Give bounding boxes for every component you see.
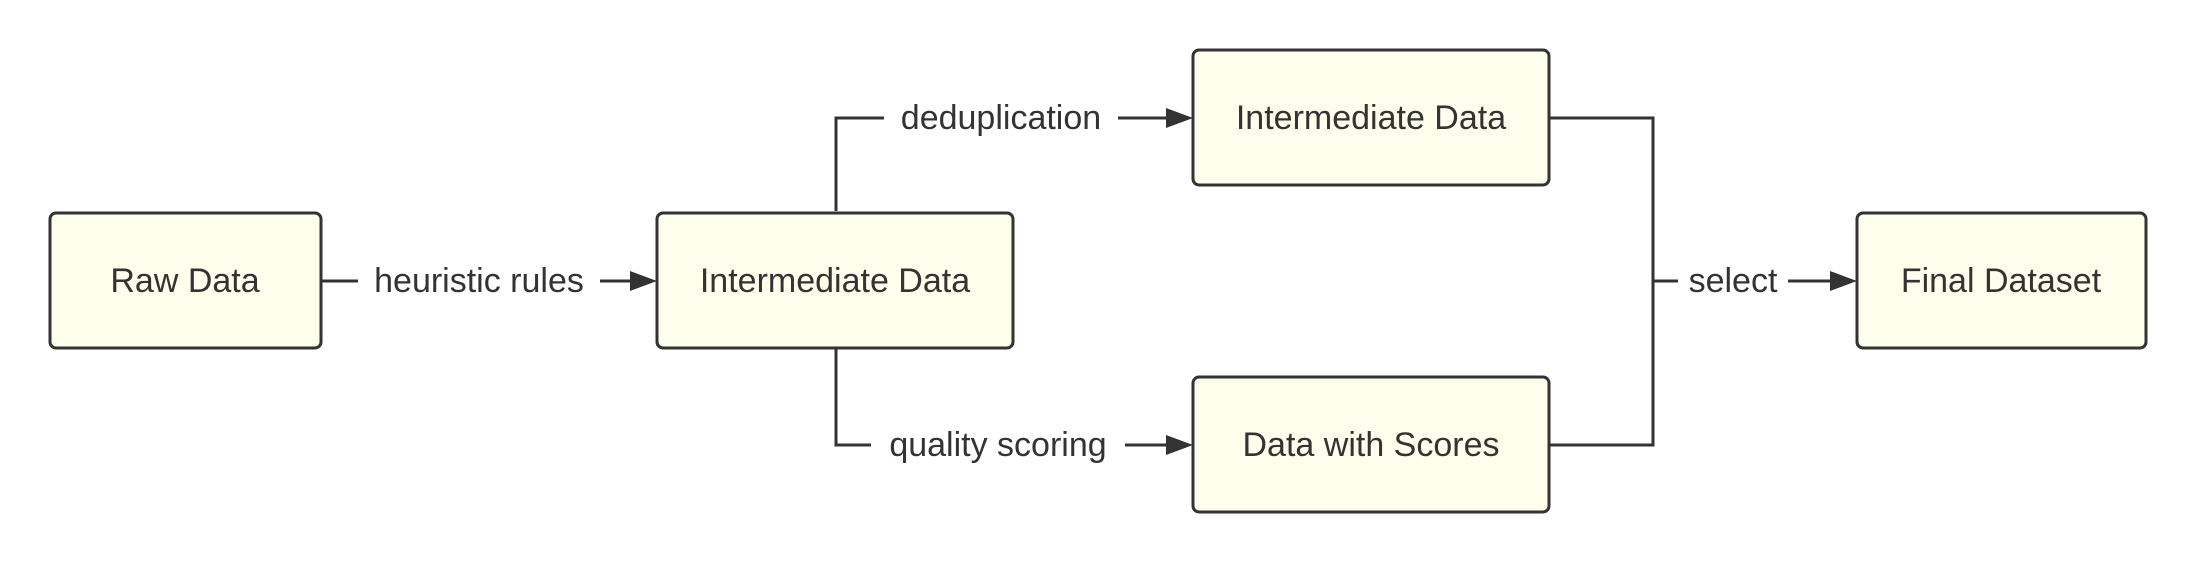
arrowhead-icon [1166, 108, 1193, 128]
edge-label-select: select [1689, 262, 1778, 300]
arrowhead-icon [1830, 271, 1857, 291]
arrowhead-icon [630, 271, 657, 291]
edge-label-deduplication: deduplication [901, 99, 1101, 137]
edge-deduplication: deduplication [834, 95, 1193, 211]
edge-label-heuristic-rules: heuristic rules [374, 262, 584, 300]
node-intermediate-data-1: Intermediate Data [655, 211, 1015, 350]
edge-select: select [1549, 116, 1857, 447]
arrowhead-icon [1166, 435, 1193, 455]
edge-label-quality-scoring: quality scoring [889, 426, 1106, 464]
node-raw-data: Raw Data [48, 211, 323, 350]
node-label-data-with-scores: Data with Scores [1243, 426, 1500, 464]
node-label-final-dataset: Final Dataset [1901, 262, 2102, 300]
node-label-raw-data: Raw Data [110, 262, 259, 300]
node-final-dataset: Final Dataset [1855, 211, 2148, 350]
edge-quality-scoring: quality scoring [834, 348, 1193, 468]
node-label-intermediate-data-2: Intermediate Data [1236, 99, 1506, 137]
node-intermediate-data-2: Intermediate Data [1191, 48, 1551, 187]
node-data-with-scores: Data with Scores [1191, 375, 1551, 514]
edge-heuristic-rules: heuristic rules [321, 258, 657, 304]
node-label-intermediate-data-1: Intermediate Data [700, 262, 970, 300]
